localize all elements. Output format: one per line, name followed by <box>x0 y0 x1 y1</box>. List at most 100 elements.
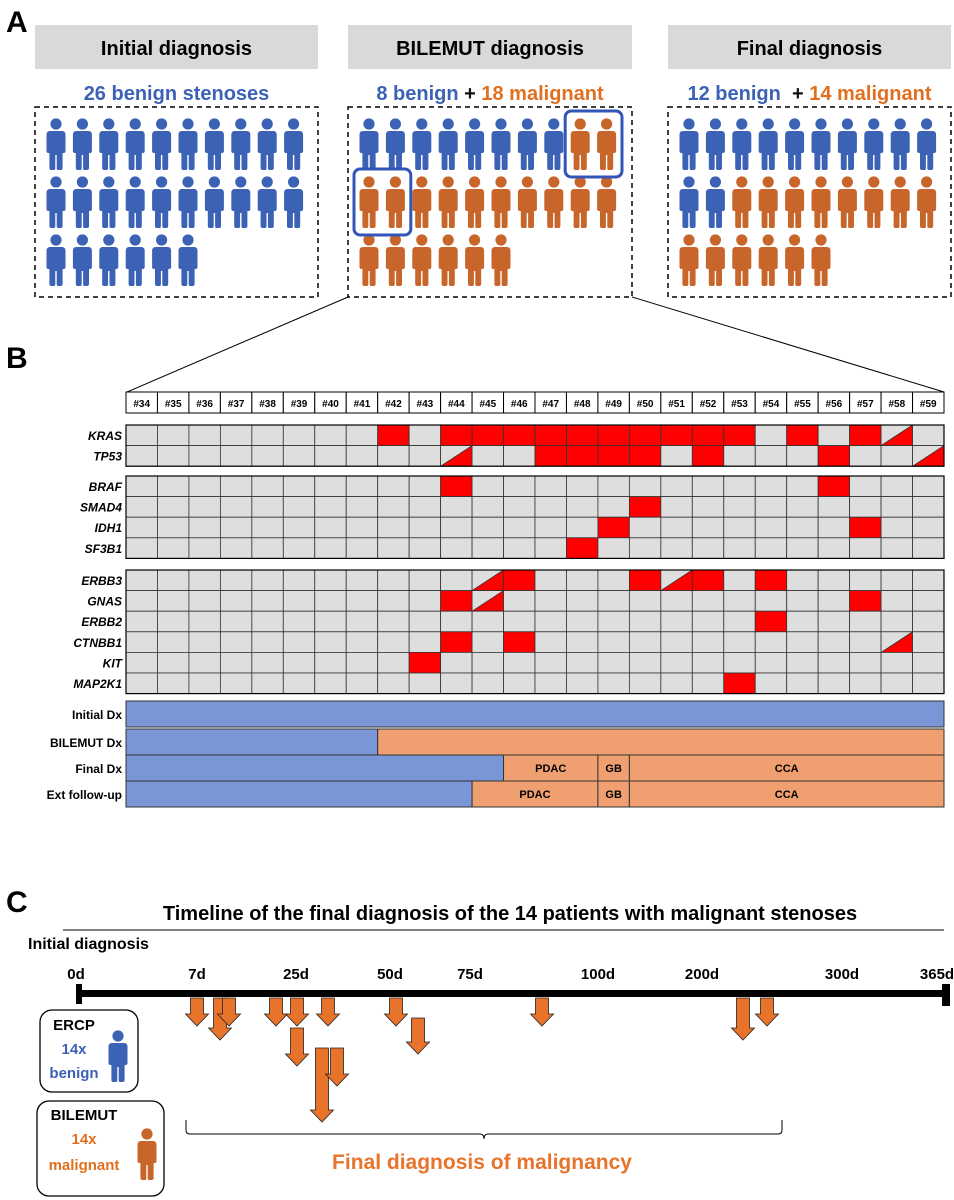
diagnosis-arrow <box>184 997 210 1027</box>
wildtype-cell <box>125 516 158 539</box>
wildtype-cell <box>534 516 567 539</box>
wildtype-cell <box>345 516 379 539</box>
wildtype-cell <box>754 475 788 498</box>
bilemut-box: BILEMUT 14x malignant <box>36 1100 165 1197</box>
wildtype-cell <box>597 672 630 695</box>
gene-label: CTNBB1 <box>73 636 122 650</box>
mutation-cell <box>503 631 536 653</box>
wildtype-cell <box>282 516 316 539</box>
malignant-person-icon <box>890 176 910 228</box>
wildtype-cell <box>849 475 882 498</box>
wildtype-cell <box>660 610 693 633</box>
box-count-title: 12 benign + 14 malignant <box>688 83 932 105</box>
benign-person-icon <box>465 118 485 170</box>
wildtype-cell <box>534 569 567 592</box>
wildtype-cell <box>628 475 662 498</box>
wildtype-cell <box>157 516 190 539</box>
wildtype-cell <box>817 496 851 518</box>
wildtype-cell <box>471 610 504 633</box>
wildtype-cell <box>314 496 347 518</box>
wildtype-cell <box>125 475 158 498</box>
wildtype-cell <box>345 445 379 467</box>
wildtype-cell <box>157 496 190 518</box>
timeline-tick-label: 25d <box>283 966 309 983</box>
wildtype-cell <box>377 590 410 612</box>
benign-person-icon <box>705 176 725 228</box>
wildtype-cell <box>188 424 221 447</box>
diagnosis-arrow <box>730 997 756 1041</box>
benign-person-icon <box>231 118 251 170</box>
wildtype-cell <box>251 496 284 518</box>
wildtype-cell <box>723 516 756 539</box>
malignant-person-icon <box>732 234 752 286</box>
wildtype-cell <box>251 445 284 467</box>
patient-id: #44 <box>448 399 465 410</box>
wildtype-cell <box>817 610 851 633</box>
wildtype-cell <box>408 496 442 518</box>
wildtype-cell <box>125 537 158 559</box>
bilemut-count: 14x <box>71 1131 97 1148</box>
malignant-person-icon <box>758 176 778 228</box>
wildtype-cell <box>534 672 567 695</box>
wildtype-cell <box>471 445 504 467</box>
malignant-person-icon <box>438 176 458 228</box>
wildtype-cell <box>849 652 882 674</box>
wildtype-cell <box>628 590 662 612</box>
wildtype-cell <box>880 590 913 612</box>
segment-label: GB <box>605 789 622 801</box>
wildtype-cell <box>786 445 819 467</box>
malignancy-brace <box>185 1120 783 1140</box>
wildtype-cell <box>251 590 284 612</box>
wildtype-cell <box>912 475 945 498</box>
wildtype-cell <box>219 631 253 653</box>
patient-id: #47 <box>542 399 559 410</box>
wildtype-cell <box>660 631 693 653</box>
malignant-person-icon <box>811 176 831 228</box>
mutation-cell <box>628 445 662 467</box>
wildtype-cell <box>251 516 284 539</box>
wildtype-cell <box>723 631 756 653</box>
malignant-person-icon <box>864 176 884 228</box>
wildtype-cell <box>219 496 253 518</box>
patient-header-cell <box>912 391 945 414</box>
count-part: 8 benign <box>376 83 458 105</box>
benign-person-icon <box>385 118 405 170</box>
wildtype-cell <box>880 496 913 518</box>
diagnosis-arrow <box>529 997 555 1027</box>
gene-label: KRAS <box>88 429 122 443</box>
timeline-tick-label: 50d <box>377 966 403 983</box>
mutation-cell <box>440 475 473 498</box>
wildtype-cell <box>219 475 253 498</box>
benign-person-icon <box>99 118 119 170</box>
wildtype-cell <box>314 610 347 633</box>
benign-person-icon <box>204 118 224 170</box>
box-header-bg <box>668 25 951 69</box>
wildtype-cell <box>377 537 410 559</box>
diagnosis-arrow <box>324 1047 350 1087</box>
wildtype-cell <box>786 631 819 653</box>
mutation-cell <box>597 445 630 467</box>
benign-person-icon <box>178 118 198 170</box>
wildtype-cell <box>534 475 567 498</box>
wildtype-cell <box>408 569 442 592</box>
benign-person-icon <box>679 118 699 170</box>
benign-person-icon <box>359 118 379 170</box>
benign-person-icon <box>178 234 198 286</box>
wildtype-cell <box>912 496 945 518</box>
benign-person-icon <box>864 118 884 170</box>
wildtype-cell <box>566 631 599 653</box>
wildtype-cell <box>691 672 725 695</box>
mutation-cell <box>534 445 567 467</box>
wildtype-cell <box>566 590 599 612</box>
wildtype-cell <box>534 496 567 518</box>
benign-person-icon <box>152 176 172 228</box>
wildtype-cell <box>880 516 913 539</box>
wildtype-cell <box>188 569 221 592</box>
wildtype-cell <box>440 496 473 518</box>
wildtype-cell <box>534 652 567 674</box>
wildtype-cell <box>157 445 190 467</box>
malignant-person-icon <box>385 176 405 228</box>
malignant-segment <box>597 780 630 808</box>
wildtype-cell <box>188 652 221 674</box>
gene-label: SF3B1 <box>85 542 123 556</box>
